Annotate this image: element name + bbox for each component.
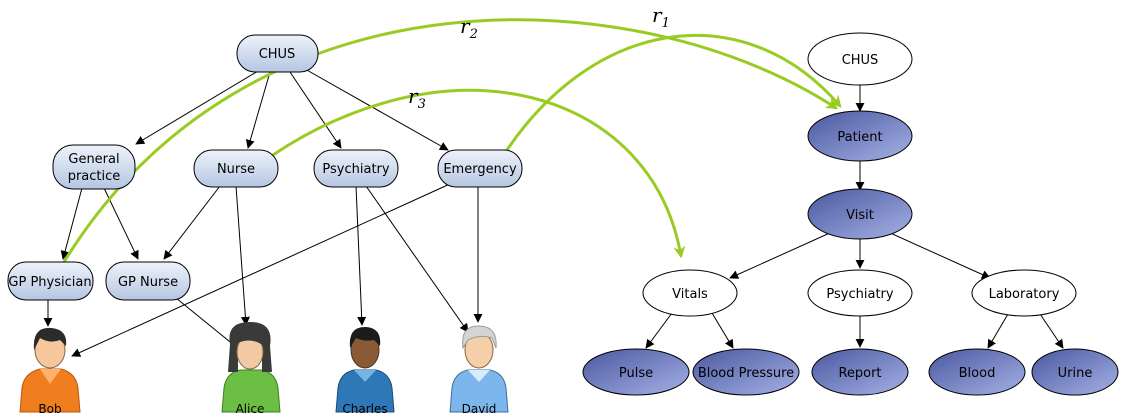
- svg-text:Psychiatry: Psychiatry: [826, 287, 893, 302]
- svg-text:Patient: Patient: [837, 130, 882, 145]
- svg-text:GP Physician: GP Physician: [8, 275, 91, 290]
- david-name: David: [462, 402, 497, 414]
- svg-text:Blood: Blood: [959, 366, 996, 381]
- relation-r2-arrow: [62, 18, 839, 263]
- record-node-chus: CHUS: [807, 32, 913, 86]
- edge-chus-psychiatry: [289, 71, 342, 149]
- relation-r2-label: r2: [460, 14, 478, 42]
- svg-text:Vitals: Vitals: [672, 287, 708, 302]
- bob-avatar-icon: [19, 327, 81, 413]
- edge-psychiatry-david: [365, 185, 469, 333]
- svg-text:CHUS: CHUS: [842, 53, 879, 68]
- svg-text:Emergency: Emergency: [443, 162, 517, 177]
- svg-text:practice: practice: [68, 169, 121, 184]
- edge-laboratory-blood: [987, 313, 1009, 349]
- edge-visit-laboratory: [887, 231, 991, 279]
- svg-text:Psychiatry: Psychiatry: [322, 162, 389, 177]
- charles-name: Charles: [342, 402, 387, 414]
- svg-text:Urine: Urine: [1058, 366, 1093, 381]
- role-edges: [43, 68, 483, 357]
- edge-chus-emergency: [304, 68, 449, 151]
- svg-text:General: General: [68, 152, 119, 167]
- edge-vitals-bp: [711, 312, 734, 349]
- record-node-psychiatry: Psychiatry: [807, 269, 913, 317]
- record-node-blood-pressure: Blood Pressure: [692, 348, 800, 396]
- record-node-pulse: Pulse: [582, 348, 690, 396]
- record-node-patient: Patient: [807, 110, 913, 162]
- david-avatar-icon: [449, 325, 509, 413]
- edge-chus-general: [135, 70, 259, 145]
- svg-text:Pulse: Pulse: [619, 366, 653, 381]
- relation-r3-label: r3: [408, 84, 426, 112]
- relation-r1-arrow: [490, 34, 842, 175]
- relation-arrows: [62, 18, 842, 263]
- charles-avatar-icon: [335, 326, 395, 413]
- edge-general-gpphys: [60, 187, 83, 260]
- role-node-psychiatry: Psychiatry: [313, 149, 399, 188]
- edge-nurse-alice: [235, 185, 250, 326]
- relation-r3-arrow: [243, 89, 686, 259]
- role-node-emergency: Emergency: [437, 149, 523, 188]
- record-node-urine: Urine: [1031, 348, 1119, 396]
- record-node-report: Report: [811, 348, 909, 396]
- svg-text:Laboratory: Laboratory: [989, 287, 1060, 302]
- record-edges: [645, 85, 1064, 349]
- edge-nurse-gpnurse: [163, 185, 221, 260]
- relation-r1-label: r1: [652, 3, 670, 31]
- edge-psychiatry-charles: [355, 185, 367, 326]
- edge-vitals-pulse: [645, 312, 673, 349]
- edge-laboratory-urine: [1039, 313, 1064, 349]
- person-charles: Charles: [335, 326, 395, 414]
- svg-text:GP Nurse: GP Nurse: [118, 275, 178, 290]
- record-node-blood: Blood: [928, 348, 1026, 396]
- role-node-chus: CHUS: [236, 34, 319, 73]
- record-node-vitals: Vitals: [642, 269, 738, 317]
- svg-text:Report: Report: [838, 366, 881, 381]
- role-node-gp-physician: GP Physician: [7, 261, 94, 301]
- edge-visit-vitals: [729, 231, 833, 279]
- alice-name: Alice: [236, 402, 265, 414]
- edge-emergency-bob: [71, 182, 453, 357]
- alice-avatar-icon: [221, 322, 281, 413]
- person-david: David: [449, 325, 509, 414]
- svg-text:CHUS: CHUS: [259, 47, 296, 62]
- edge-chus-nurse: [245, 71, 271, 149]
- svg-text:Blood Pressure: Blood Pressure: [698, 366, 794, 381]
- bob-name: Bob: [38, 402, 61, 414]
- record-node-visit: Visit: [807, 188, 913, 240]
- person-alice: Alice: [221, 322, 281, 414]
- role-node-gp-nurse: GP Nurse: [105, 261, 191, 301]
- edge-gpnurse-alice: [175, 297, 241, 351]
- svg-text:Nurse: Nurse: [217, 162, 255, 177]
- person-bob: Bob: [19, 327, 81, 414]
- role-node-general-practice: General practice: [52, 144, 136, 190]
- record-node-laboratory: Laboratory: [971, 269, 1077, 317]
- svg-text:Visit: Visit: [846, 208, 874, 223]
- role-node-nurse: Nurse: [193, 149, 279, 188]
